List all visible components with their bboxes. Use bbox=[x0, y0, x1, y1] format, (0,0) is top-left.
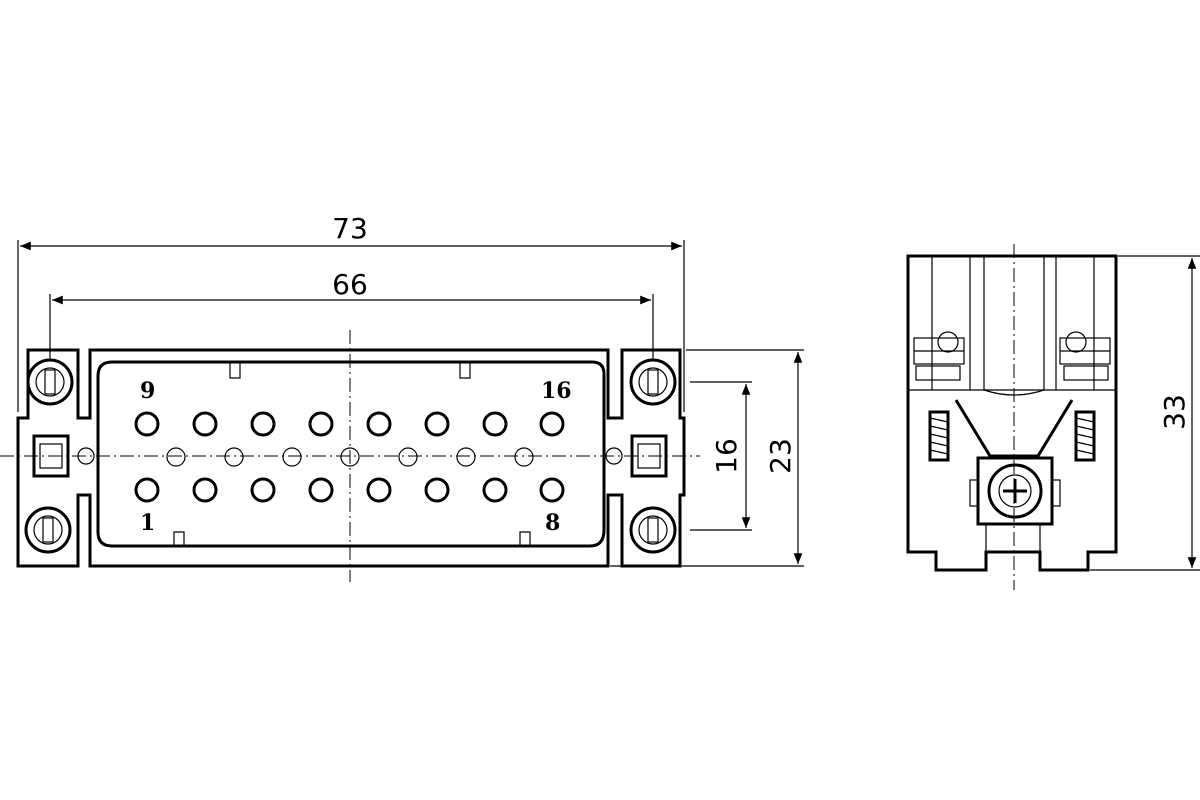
side-view: 33 bbox=[906, 244, 1200, 590]
contact-hole bbox=[366, 477, 392, 503]
flange-outline bbox=[16, 348, 686, 568]
contact-hole bbox=[366, 411, 392, 437]
latch-left bbox=[32, 434, 95, 478]
guide-hole bbox=[514, 447, 534, 467]
pin-label-9: 9 bbox=[140, 378, 155, 404]
side-screw-right bbox=[1059, 331, 1111, 381]
screw-bottom-left bbox=[24, 506, 72, 554]
insert-body bbox=[96, 360, 606, 548]
contact-hole bbox=[539, 411, 565, 437]
guide-hole bbox=[166, 447, 186, 467]
guide-hole bbox=[282, 447, 302, 467]
contact-hole bbox=[134, 411, 160, 437]
side-screw-left bbox=[913, 331, 965, 381]
contact-hole bbox=[482, 477, 508, 503]
guide-row-middle bbox=[166, 447, 534, 467]
dimension-label-66: 66 bbox=[332, 268, 368, 301]
pin-label-1: 1 bbox=[140, 510, 155, 536]
contact-hole bbox=[424, 411, 450, 437]
spring-right bbox=[1074, 410, 1096, 462]
side-v-housing bbox=[954, 399, 1074, 458]
contact-hole bbox=[308, 477, 334, 503]
contact-hole bbox=[134, 477, 160, 503]
dimension-mounting-width: 66 bbox=[49, 268, 654, 360]
dimension-label-23: 23 bbox=[764, 438, 797, 474]
contact-hole bbox=[192, 411, 218, 437]
coding-notch-top-right bbox=[459, 362, 471, 379]
pin-label-8: 8 bbox=[545, 510, 560, 536]
contact-hole bbox=[424, 477, 450, 503]
spring-left bbox=[928, 410, 950, 462]
guide-hole bbox=[398, 447, 418, 467]
contact-hole bbox=[482, 411, 508, 437]
guide-hole bbox=[456, 447, 476, 467]
dimension-pin-spacing: 16 bbox=[690, 381, 752, 531]
screw-top-left bbox=[26, 358, 74, 406]
dimension-label-16: 16 bbox=[710, 438, 743, 474]
coding-notch-bottom-left bbox=[173, 531, 185, 546]
contact-hole bbox=[308, 411, 334, 437]
contact-hole bbox=[250, 411, 276, 437]
dimension-body-height: 23 bbox=[610, 349, 804, 567]
pin-label-16: 16 bbox=[541, 378, 572, 404]
contact-row-lower bbox=[134, 477, 565, 503]
dimension-overall-width: 73 bbox=[17, 212, 685, 412]
dimension-label-33: 33 bbox=[1158, 394, 1191, 430]
coding-notch-bottom-right bbox=[519, 531, 531, 546]
contact-hole bbox=[539, 477, 565, 503]
guide-hole bbox=[224, 447, 244, 467]
guide-hole bbox=[340, 447, 360, 467]
dimension-label-73: 73 bbox=[332, 212, 368, 245]
screw-top-right bbox=[629, 358, 677, 406]
terminal-screw bbox=[969, 456, 1061, 526]
dimension-side-height: 33 bbox=[1090, 255, 1200, 571]
contact-row-upper bbox=[134, 411, 565, 437]
latch-right bbox=[605, 434, 668, 478]
front-view: 9 16 1 8 73 66 16 23 bbox=[0, 212, 804, 582]
screw-bottom-right bbox=[629, 506, 677, 554]
contact-hole bbox=[250, 477, 276, 503]
contact-hole bbox=[192, 477, 218, 503]
coding-notch-top-left bbox=[229, 362, 241, 379]
